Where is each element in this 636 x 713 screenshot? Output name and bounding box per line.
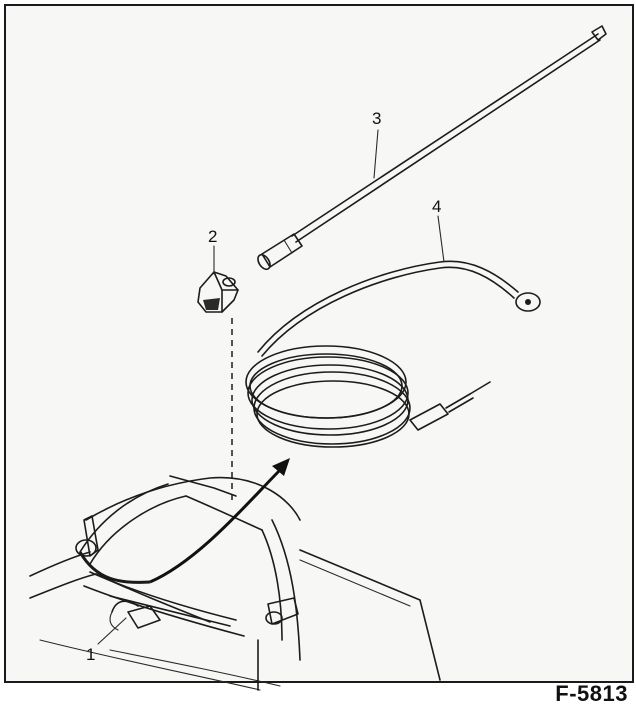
leader-line-1 — [97, 617, 127, 645]
cable-coil — [245, 260, 541, 448]
callout-4: 4 — [432, 197, 441, 216]
diagram-frame — [4, 4, 634, 683]
leader-line-3 — [373, 129, 379, 179]
leader-line-4 — [437, 215, 445, 263]
callout-2: 2 — [208, 227, 217, 246]
antenna-mast — [257, 25, 607, 271]
callout-3: 3 — [372, 109, 381, 128]
callout-1: 1 — [86, 645, 95, 664]
antenna-base — [197, 271, 239, 313]
routing-arrow — [149, 458, 290, 584]
figure-id-label: F-5813 — [555, 681, 628, 706]
car-body — [29, 475, 441, 691]
